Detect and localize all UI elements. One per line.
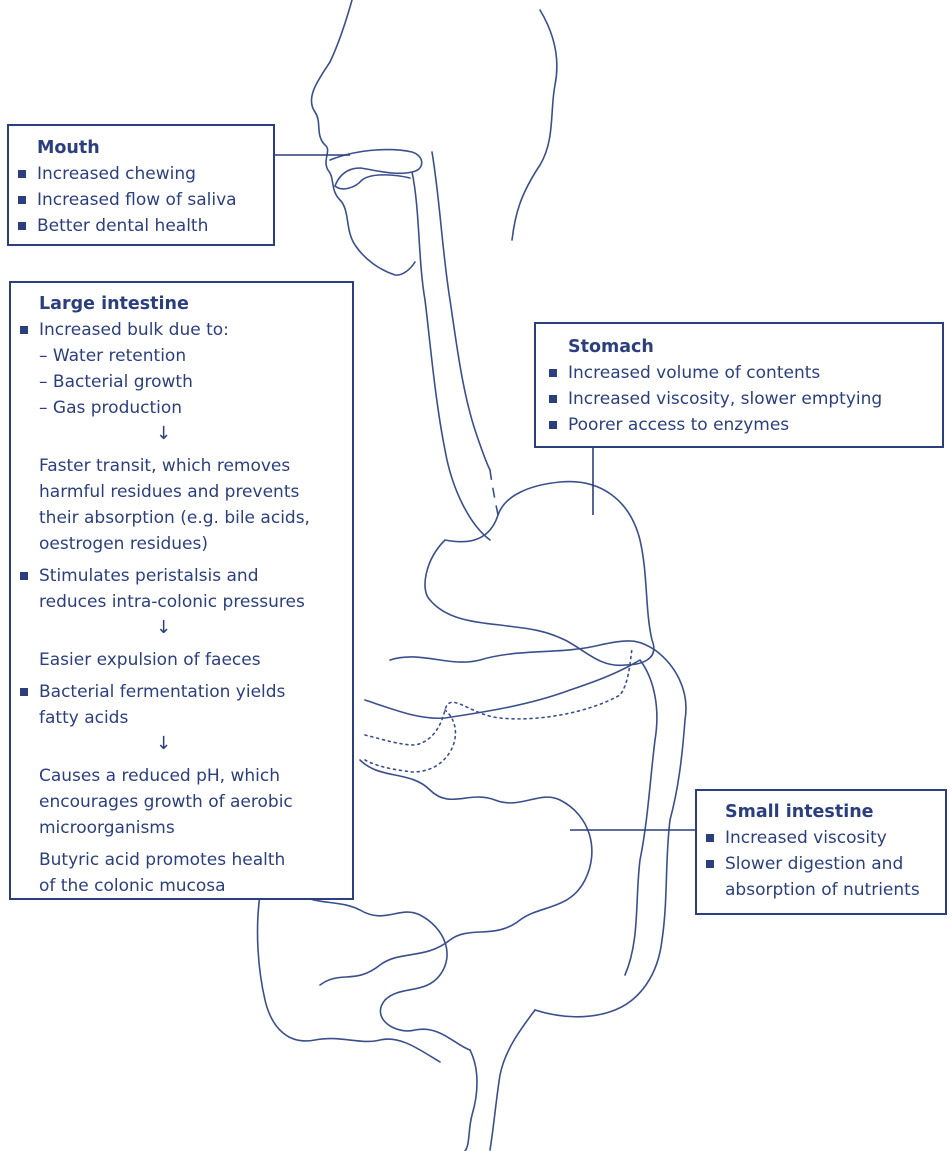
large-intestine-title: Large intestine [17,291,346,317]
stomach-outline [425,482,654,666]
ph-text: encourages growth of aerobic [17,789,346,815]
stomach-callout: Stomach Increased volume of contents Inc… [534,322,944,448]
small-intestine-title: Small intestine [703,799,943,825]
pancreas-hidden [365,648,632,745]
transit-text: harmful residues and prevents [17,479,346,505]
arrow-down: ↓ [17,731,346,757]
butyric-text: Butyric acid promotes health [17,847,346,873]
ph-text: Causes a reduced pH, which [17,763,346,789]
transit-text: Faster transit, which removes [17,453,346,479]
ph-text: microorganisms [17,815,346,841]
stomach-item: Increased viscosity, slower emptying [546,386,936,412]
colon-inner [365,660,657,975]
neck-back [512,10,557,240]
mouth-item: Increased chewing [15,161,263,187]
arrow-down: ↓ [17,421,346,447]
small-intestine-item: Increased viscosity [703,825,943,851]
face-profile [311,0,415,275]
mouth-title: Mouth [15,135,263,161]
small-intestine-item-cont: absorption of nutrients [703,877,943,903]
bulk-cause: – Bacterial growth [17,369,346,395]
mouth-list: Increased chewing Increased flow of sali… [15,161,263,239]
oesophagus-hidden [490,470,498,515]
expulsion-text: Easier expulsion of faeces [17,647,346,673]
transit-text: oestrogen residues) [17,531,346,557]
arrow-down: ↓ [17,615,346,641]
down-arrow-icon: ↓ [156,421,171,447]
small-intestine-loops-2 [300,895,470,1050]
small-intestine-list: Increased viscosity Slower digestion and… [703,825,943,903]
ascending-colon [258,895,440,1062]
small-intestine-loops [320,760,592,985]
stomach-item: Poorer access to enzymes [546,412,936,438]
transit-text: their absorption (e.g. bile acids, [17,505,346,531]
stomach-list: Increased volume of contents Increased v… [546,360,936,438]
bulk-cause: – Water retention [17,343,346,369]
mouth-item: Increased flow of saliva [15,187,263,213]
large-intestine-callout: Large intestine Increased bulk due to: –… [9,281,354,900]
butyric-text: of the colonic mucosa [17,873,346,899]
bulk-cause: – Gas production [17,395,346,421]
mouth-callout: Mouth Increased chewing Increased flow o… [7,124,275,246]
stomach-item: Increased volume of contents [546,360,936,386]
peristalsis-item-cont: reduces intra-colonic pressures [17,589,346,615]
tongue [335,175,410,189]
down-arrow-icon: ↓ [156,615,171,641]
fermentation-item: Bacterial fermentation yields [17,679,346,705]
fermentation-item-cont: fatty acids [17,705,346,731]
small-intestine-item: Slower digestion and [703,851,943,877]
stomach-title: Stomach [546,334,936,360]
peristalsis-item: Stimulates peristalsis and [17,563,346,589]
small-intestine-callout: Small intestine Increased viscosity Slow… [695,789,947,915]
mouth-item: Better dental health [15,213,263,239]
oesophagus-front [412,172,490,540]
down-arrow-icon: ↓ [156,731,171,757]
bulk-item: Increased bulk due to: [17,317,346,343]
transverse-colon [390,641,686,1017]
rectum [465,1050,477,1151]
large-intestine-list: Increased bulk due to: – Water retention… [17,317,346,899]
rectum-side [490,1010,535,1150]
